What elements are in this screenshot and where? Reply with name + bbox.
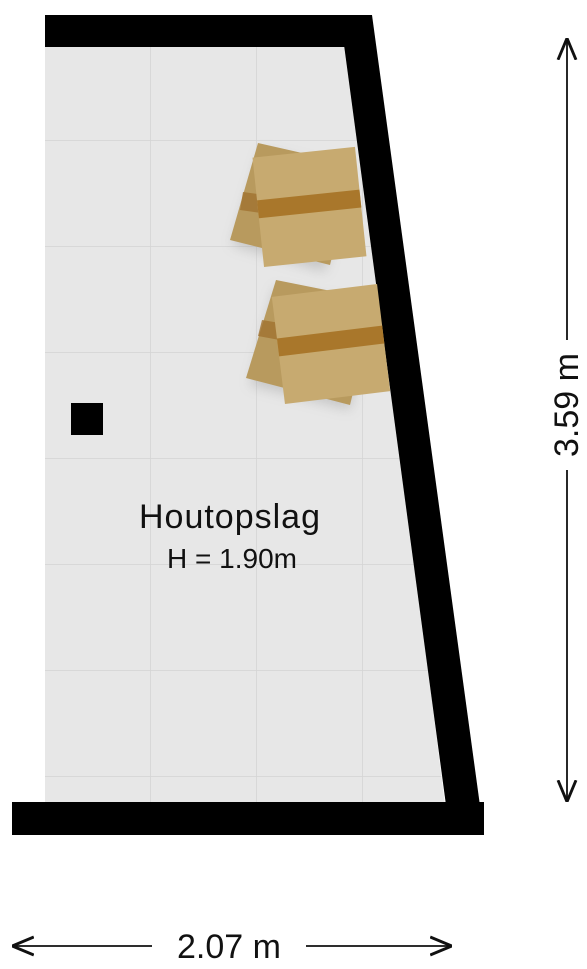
room-name: Houtopslag (139, 498, 321, 536)
walls (12, 15, 484, 835)
column-block (71, 403, 103, 435)
bottom-wall (12, 802, 484, 835)
depth-dimension: 3.59 m (548, 40, 586, 800)
room-height: H = 1.90m (167, 543, 297, 574)
width-dimension: 2.07 m (14, 928, 450, 966)
width-dimension-label: 2.07 m (177, 928, 281, 966)
top-wall (45, 15, 370, 47)
depth-dimension-label: 3.59 m (548, 353, 586, 457)
right-wall (340, 15, 484, 835)
box-stack-upper (230, 143, 367, 272)
box-stack-lower (246, 280, 391, 410)
